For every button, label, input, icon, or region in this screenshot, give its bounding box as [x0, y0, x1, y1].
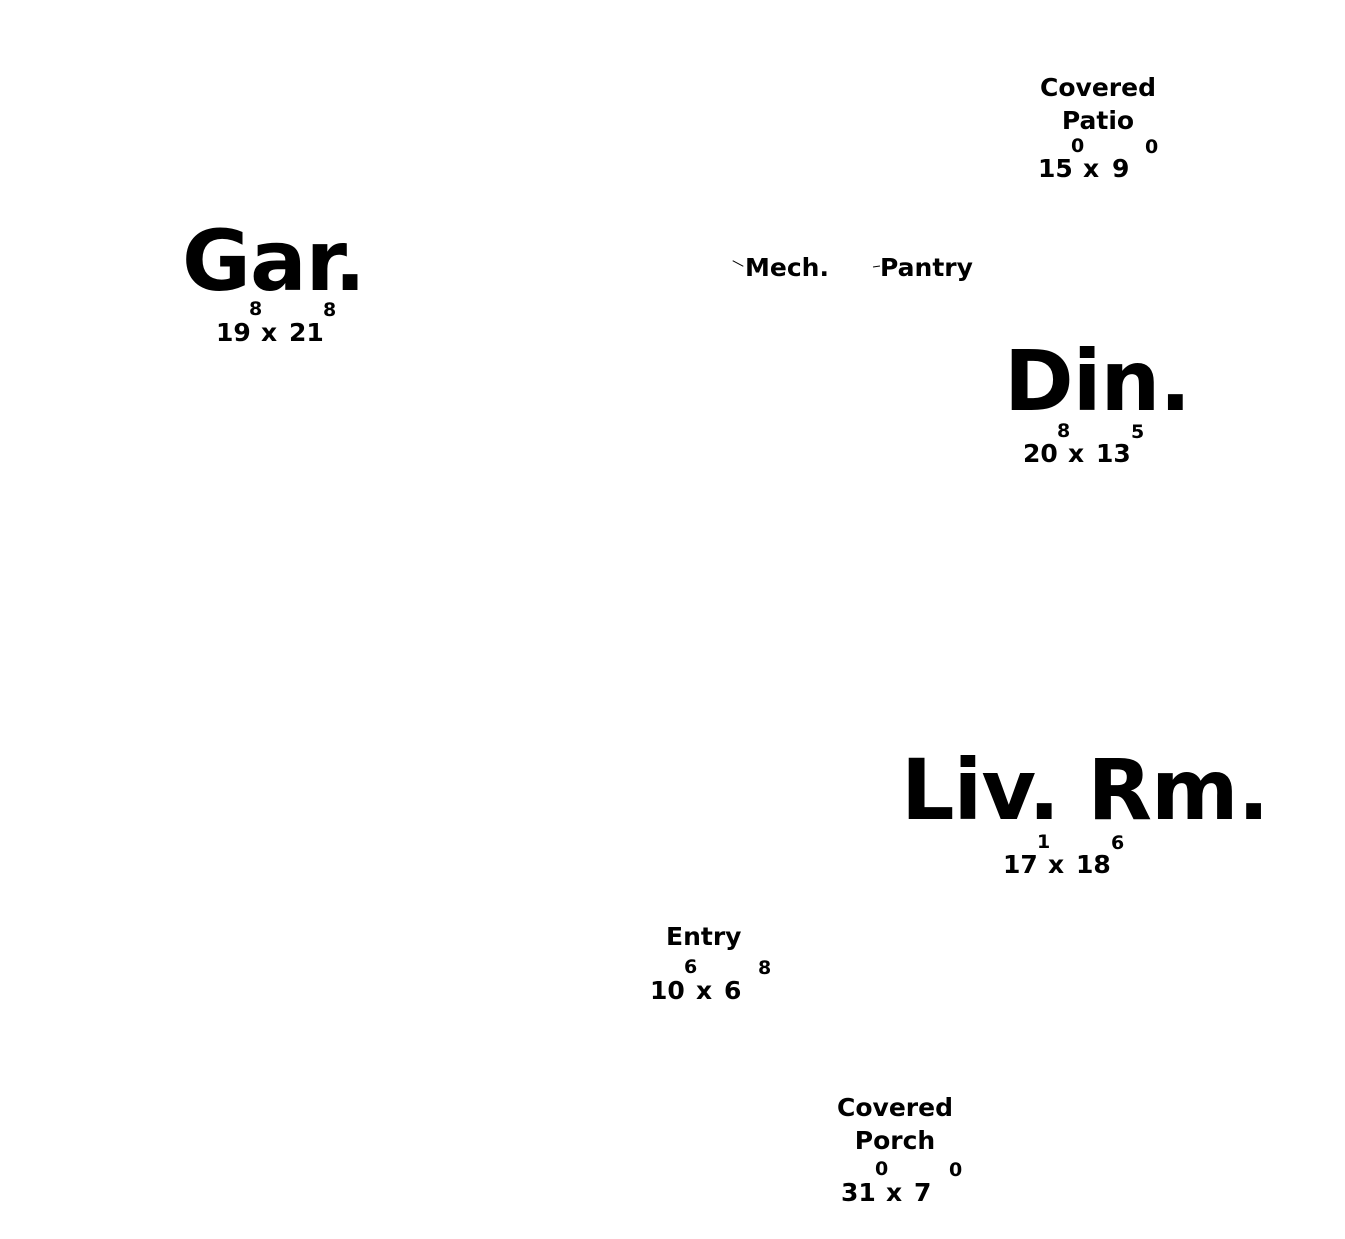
mech-leader-line: [732, 260, 744, 267]
garage-depth-inches: 8: [323, 299, 337, 321]
garage-width-feet: 19: [216, 318, 251, 347]
covered-patio-width-inches: 0: [1071, 135, 1085, 157]
covered-patio-name-line2: Patio: [1061, 106, 1135, 135]
dining-depth-feet: 13: [1096, 439, 1131, 468]
covered-porch-width-inches: 0: [875, 1158, 889, 1180]
covered-patio-depth-inches: 0: [1145, 136, 1159, 158]
garage-depth-feet: 21: [289, 318, 324, 347]
entry-name: Entry: [666, 922, 742, 951]
living-room-width-inches: 1: [1037, 831, 1051, 853]
covered-porch-times: x: [886, 1178, 903, 1207]
living-room-name: Liv. Rm.: [901, 741, 1269, 839]
covered-porch-name-line1: Covered: [837, 1093, 953, 1122]
dining-name: Din.: [1004, 332, 1191, 430]
covered-porch-depth-feet: 7: [914, 1178, 932, 1207]
covered-patio-times: x: [1083, 154, 1100, 183]
covered-patio-width-feet: 15: [1038, 154, 1073, 183]
covered-porch-width-feet: 31: [841, 1178, 876, 1207]
mech-name: Mech.: [745, 253, 829, 282]
pantry-leader-line: [872, 265, 881, 268]
dining-times: x: [1068, 439, 1085, 468]
dining-width-inches: 8: [1057, 420, 1071, 442]
garage-name: Gar.: [182, 212, 366, 310]
dining-width-feet: 20: [1023, 439, 1058, 468]
covered-porch-name-line2: Porch: [854, 1126, 936, 1155]
garage-width-inches: 8: [249, 298, 263, 320]
garage-times: x: [261, 318, 278, 347]
covered-porch-depth-inches: 0: [949, 1159, 963, 1181]
living-room-times: x: [1048, 850, 1065, 879]
covered-patio-depth-feet: 9: [1112, 154, 1130, 183]
entry-depth-feet: 6: [724, 976, 742, 1005]
entry-width-feet: 10: [650, 976, 685, 1005]
dining-depth-inches: 5: [1131, 421, 1145, 443]
living-room-width-feet: 17: [1003, 850, 1038, 879]
pantry-name: Pantry: [880, 253, 973, 282]
entry-depth-inches: 8: [758, 957, 772, 979]
living-room-depth-inches: 6: [1111, 832, 1125, 854]
entry-width-inches: 6: [684, 956, 698, 978]
covered-patio-name-line1: Covered: [1040, 73, 1156, 102]
entry-times: x: [696, 976, 713, 1005]
living-room-depth-feet: 18: [1076, 850, 1111, 879]
